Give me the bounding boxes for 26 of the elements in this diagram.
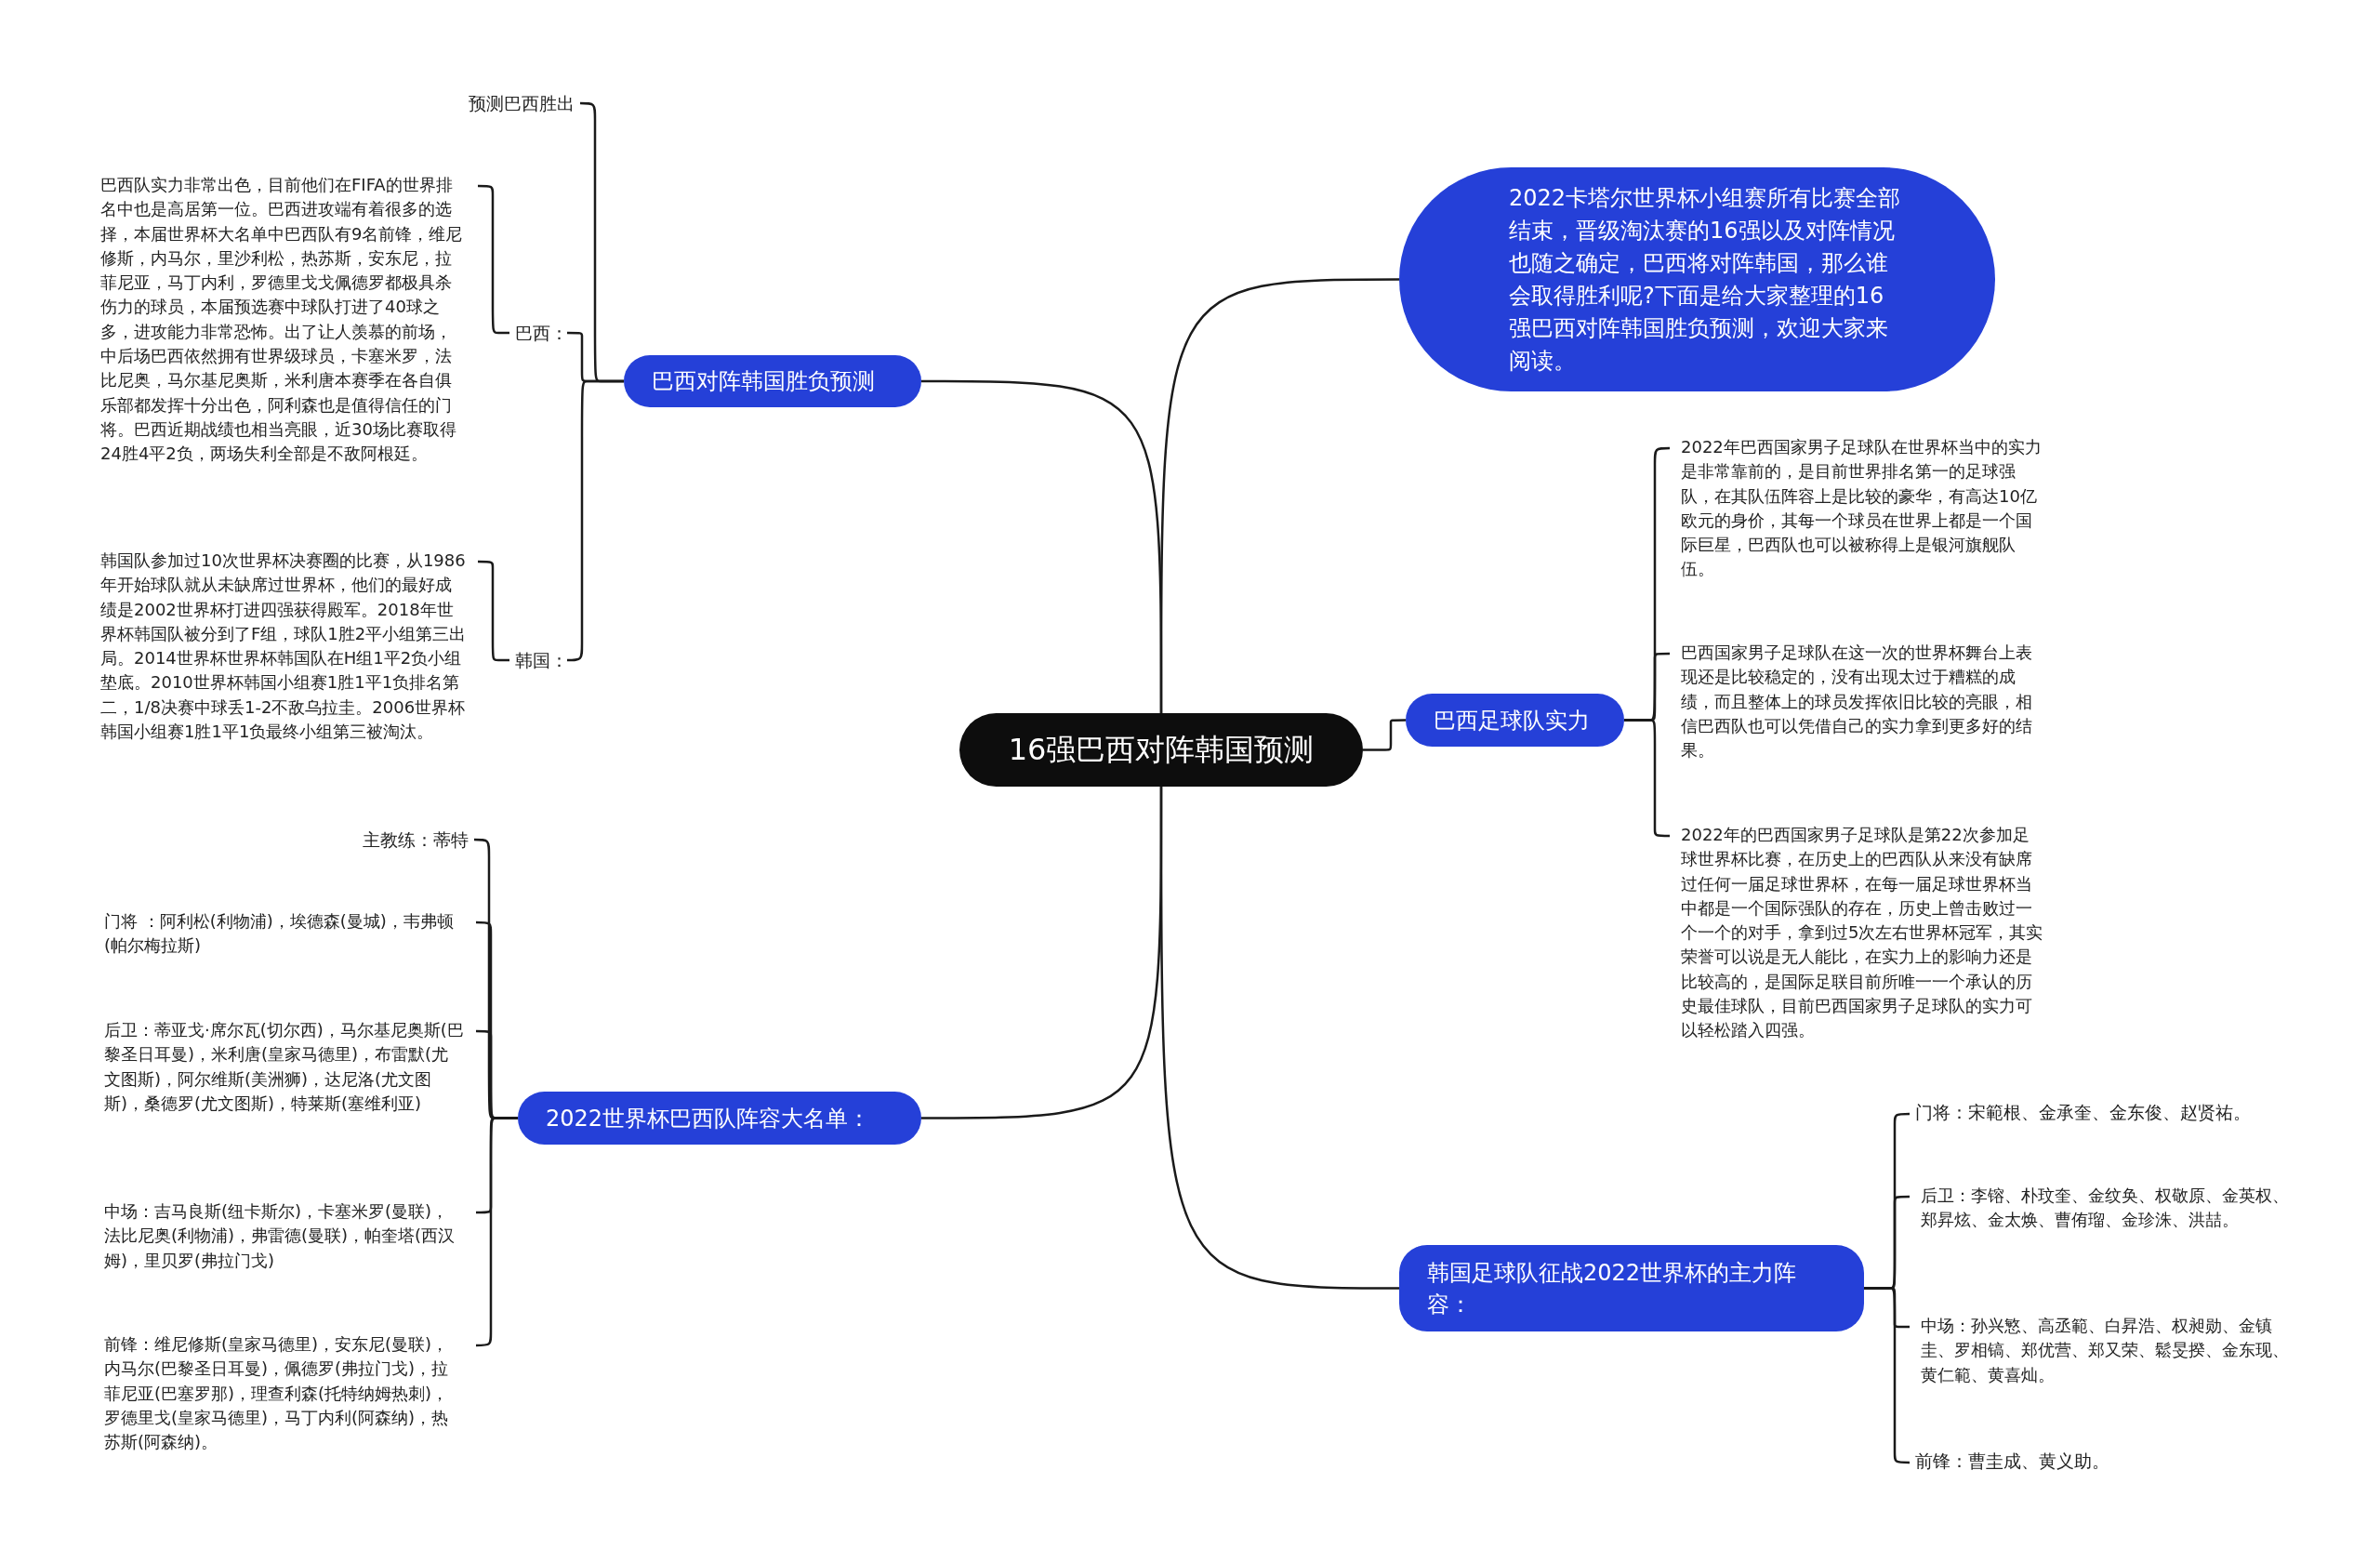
topic-text: 2022年巴西国家男子足球队在世界杯当中的实力是非常靠前的，是目前世界排名第一的足球强队，在其队伍阵容上是比较的豪华，有高达10亿欧元的身价，其每一个球员在世界上都是一个国际巨星，巴西队也可以被称得上是银河旗舰队伍。 [1681,436,2043,581]
topic-label: 韩国： [515,649,562,672]
topic-text: 中场：吉马良斯(纽卡斯尔)，卡塞米罗(曼联)，法比尼奥(利物浦)，弗雷德(曼联)，帕奎塔(西汉姆)，里贝罗(弗拉门戈) [104,1200,456,1272]
branch-topic: 韩国足球队征战2022世界杯的主力阵容： [1399,1245,1864,1331]
topic-label: 主教练：蒂特 [362,828,469,852]
topic-text: 巴西国家男子足球队在这一次的世界杯舞台上表现还是比较稳定的，没有出现太过于糟糕的成绩，而且整体上的球员发挥依旧比较的亮眼，相信巴西队也可以凭借自己的实力拿到更多好的结果。 [1681,642,2033,762]
topic-label: 门将：宋範根、金承奎、金东俊、赵贤祐。 [1915,1101,2252,1124]
topic-label: 巴西： [515,322,562,345]
topic-text: 巴西队实力非常出色，目前他们在FIFA的世界排名中也是高居第一位。巴西进攻端有着很多的选择，本届世界杯大名单中巴西队有9名前锋，维尼修斯，内马尔，里沙利松，热苏斯，安东尼，拉菲尼亚，马丁内利，罗德里戈戈佩德罗都极具杀伤力的球员，本届预选赛中球队打进了40球之多，进攻能力非常恐怖。出了让人羡慕的前场，中后场巴西依然拥有世界级球员，卡塞米罗，法比尼奥，马尔基尼奥斯，米利唐本赛季在各自俱乐部都发挥十分出色，阿利森也是值得信任的门将。巴西近期战绩也相当亮眼，近30场比赛取得24胜4平2负，两场失利全部是不敌阿根廷。 [100,174,464,466]
branch-topic: 2022世界杯巴西队阵容大名单： [518,1092,921,1145]
branch-topic: 2022卡塔尔世界杯小组赛所有比赛全部结束，晋级淘汰赛的16强以及对阵情况也随之确定，巴西将对阵韩国，那么谁会取得胜利呢?下面是给大家整理的16强巴西对阵韩国胜负预测，欢迎大家来阅读。 [1399,167,1995,391]
topic-text: 韩国队参加过10次世界杯决赛圈的比赛，从1986年开始球队就从未缺席过世界杯，他们的最好成绩是2002世界杯打进四强获得殿军。2018年世界杯韩国队被分到了F组，球队1胜2平小组第三出局。2014世界杯世界杯韩国队在H组1平2负小组垫底。2010世界杯韩国小组赛1胜1平1负排名第二，1/8决赛中球丢1-2不敌乌拉圭。2006世界杯韩国小组赛1胜1平1负最终小组第三被淘汰。 [100,550,467,744]
topic-label: 预测巴西胜出 [468,92,575,115]
connector-line [1363,719,1406,751]
branch-topic: 巴西足球队实力 [1406,694,1624,747]
topic-label: 前锋：曹圭成、黄义助。 [1915,1450,2110,1473]
topic-text: 中场：孙兴慜、高丞範、白昇浩、权昶勋、金镇圭、罗相镐、郑优营、郑又荣、鬆旻揆、金东现、黄仁範、黄喜灿。 [1921,1315,2290,1386]
topic-text: 前锋：维尼修斯(皇家马德里)，安东尼(曼联)，内马尔(巴黎圣日耳曼)，佩德罗(弗拉门戈)，拉菲尼亚(巴塞罗那)，理查利森(托特纳姆热刺)，罗德里戈(皇家马德里)，马丁内利(阿森纳)，热苏斯(阿森纳)。 [104,1333,450,1454]
branch-topic: 巴西对阵韩国胜负预测 [624,355,921,407]
central-topic: 16强巴西对阵韩国预测 [959,713,1363,787]
topic-text: 后卫：蒂亚戈·席尔瓦(切尔西)，马尔基尼奥斯(巴黎圣日耳曼)，米利唐(皇家马德里)，布雷默(尤文图斯)，阿尔维斯(美洲狮)，达尼洛(尤文图斯)，桑德罗(尤文图斯)，特莱斯(塞维利亚) [104,1019,465,1115]
connector-line [1159,278,1399,713]
topic-text: 2022年的巴西国家男子足球队是第22次参加足球世界杯比赛，在历史上的巴西队从来没有缺席过任何一届足球世界杯，在每一届足球世界杯当中都是一个国际强队的存在，历史上曾击败过一个一个的对手，拿到过5次左右世界杯冠军，其实荣誉可以说是无人能比，在实力上的影响力还是比较高的，是国际足联目前所唯一一个承认的历史最佳球队，目前巴西国家男子足球队的实力可以轻松踏入四强。 [1681,824,2044,1042]
topic-text: 后卫：李镕、朴玟奎、金纹奂、权敬原、金英权、郑昇炫、金太焕、曹侑瑠、金珍洙、洪喆。 [1921,1185,2290,1232]
topic-text: 门将 ：阿利松(利物浦)，埃德森(曼城)，韦弗顿(帕尔梅拉斯) [104,910,455,958]
connector-line [1159,787,1399,1290]
